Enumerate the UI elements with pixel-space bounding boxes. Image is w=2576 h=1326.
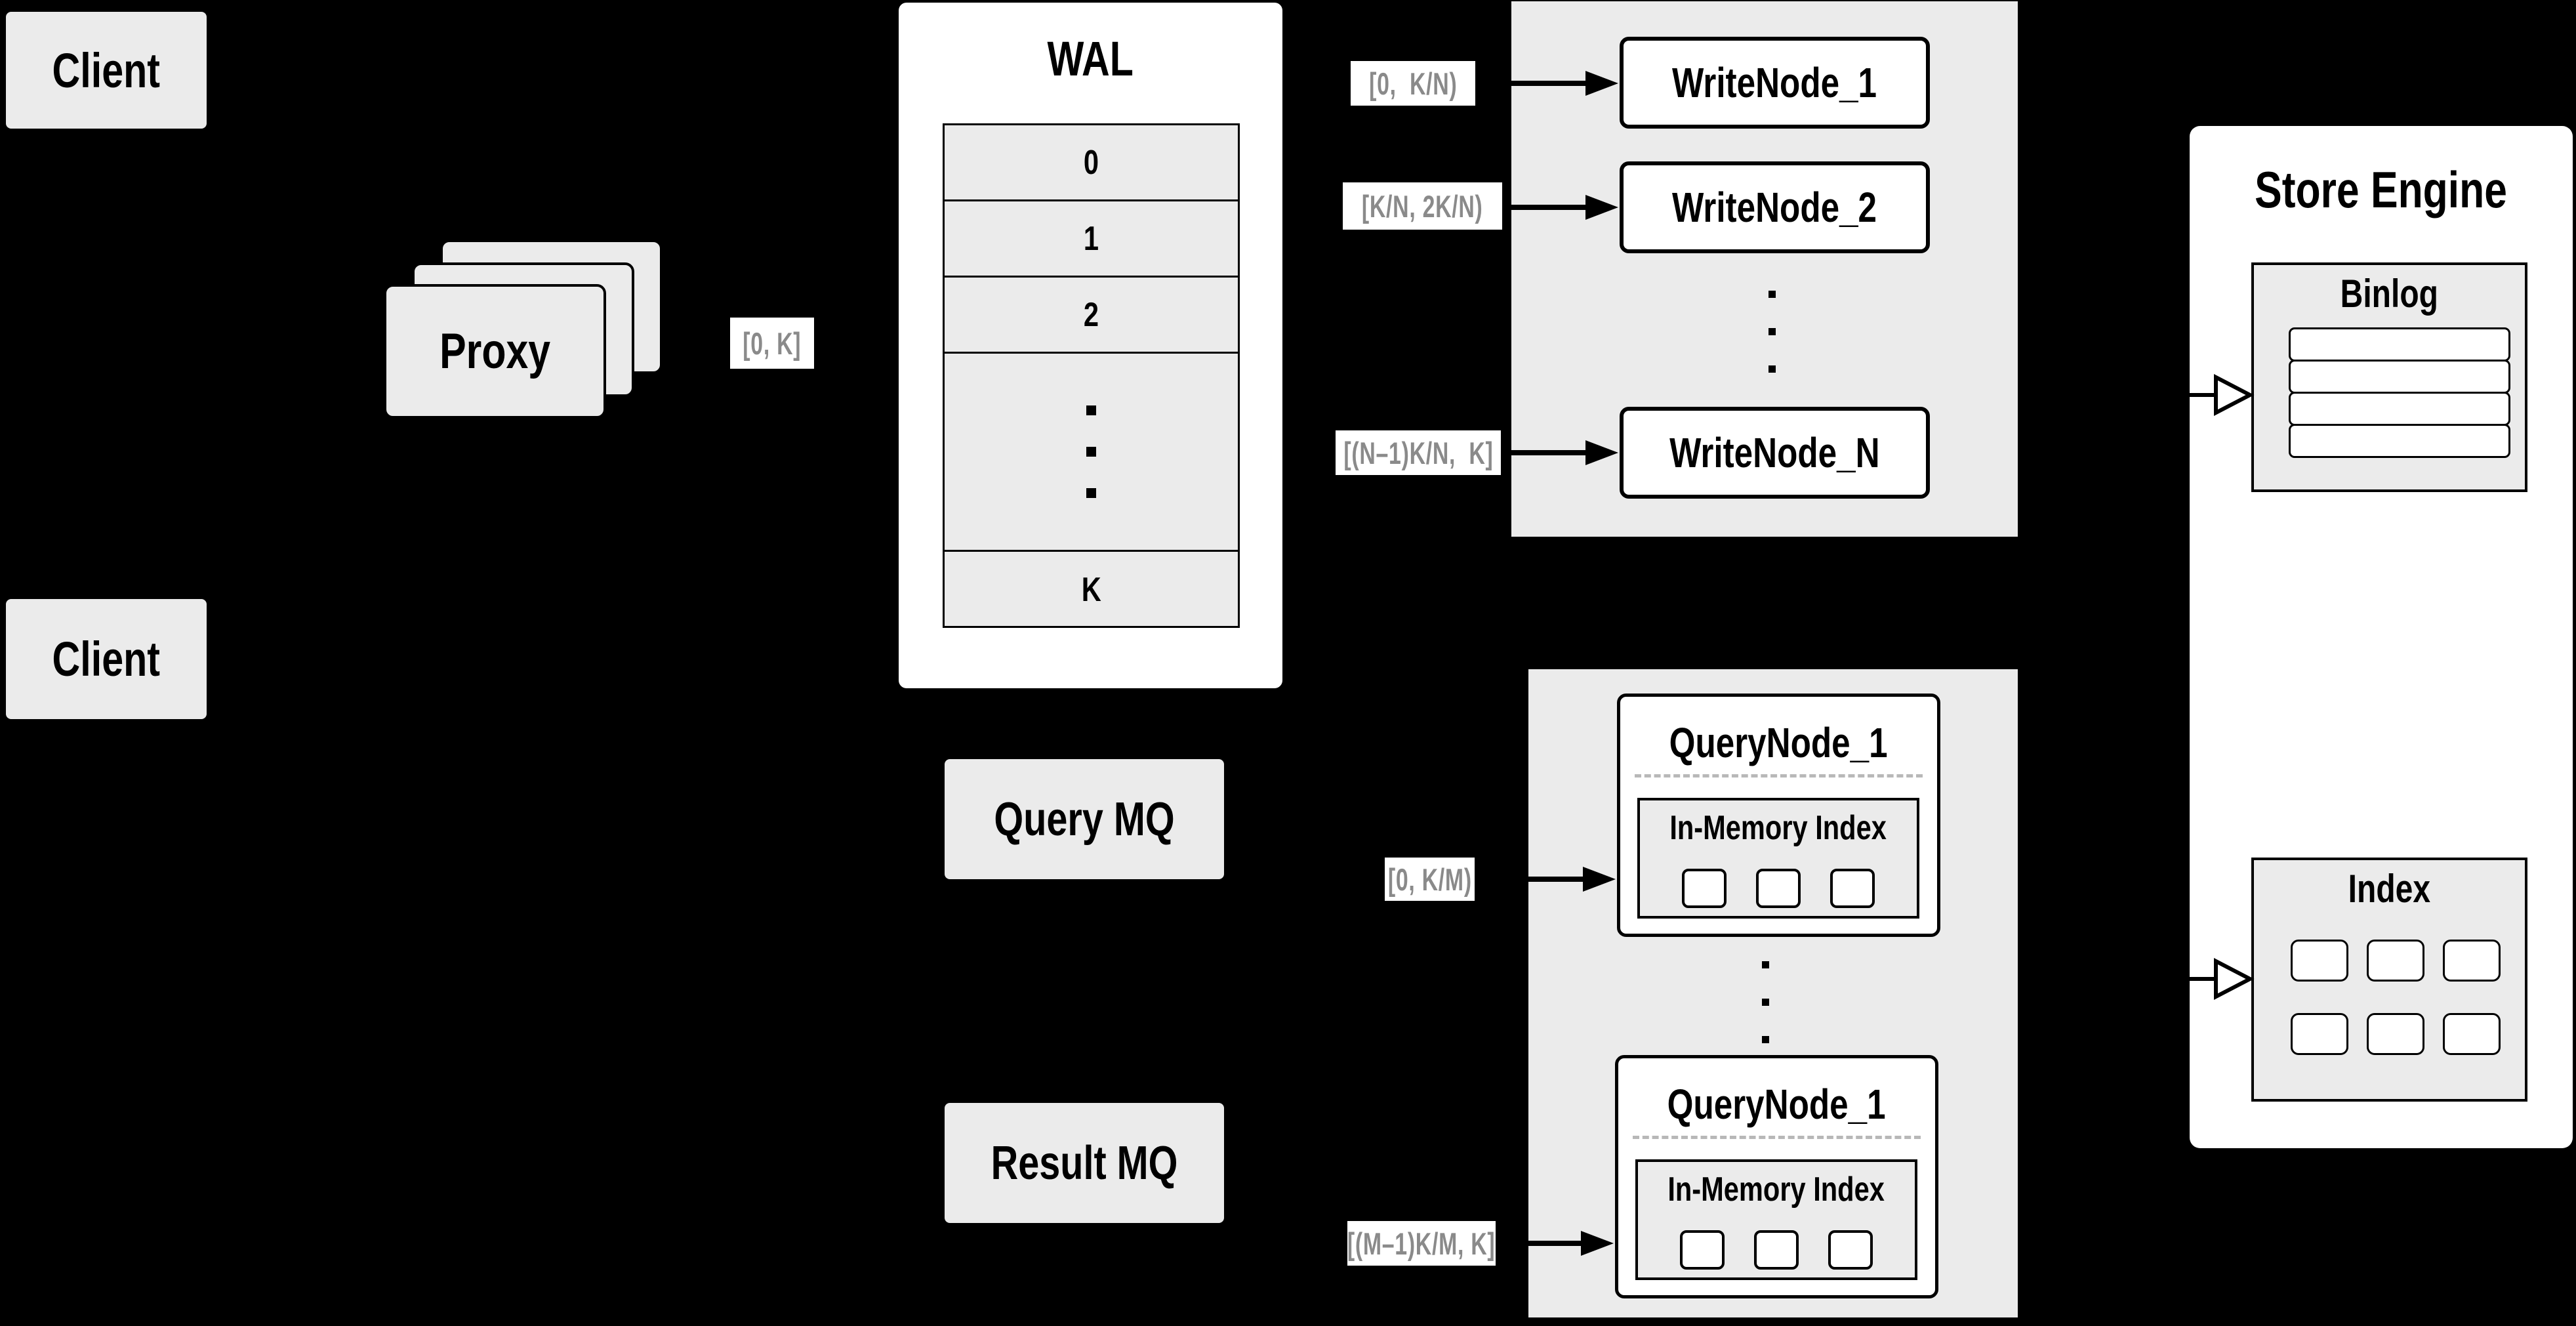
index-segment-cells bbox=[1638, 1230, 1915, 1270]
ellipsis-dots-icon bbox=[1086, 390, 1096, 514]
binlog-title: Binlog bbox=[2340, 271, 2439, 316]
client-bottom-label: Client bbox=[52, 632, 161, 686]
in-memory-index-title: In-Memory Index bbox=[1667, 1171, 1885, 1209]
proxy-box: Proxy bbox=[384, 284, 606, 419]
index-segment-cells bbox=[1640, 869, 1917, 908]
in-memory-index-title: In-Memory Index bbox=[1669, 809, 1887, 847]
index-title: Index bbox=[2348, 866, 2431, 911]
wal-row-k: K bbox=[1081, 571, 1101, 609]
query-mq-box: Query MQ bbox=[945, 759, 1224, 879]
range-label-write-node-1: [0, K/N) bbox=[1351, 61, 1475, 106]
proxy-label: Proxy bbox=[439, 323, 550, 379]
write-node-2-box: WriteNode_2 bbox=[1620, 161, 1930, 253]
binlog-box: Binlog bbox=[2251, 262, 2527, 492]
dashed-separator bbox=[1633, 1136, 1921, 1139]
wal-box: WAL 0 1 2 K bbox=[899, 3, 1282, 688]
client-bottom-box: Client bbox=[6, 599, 207, 719]
write-node-1-box: WriteNode_1 bbox=[1620, 37, 1930, 129]
client-top-box: Client bbox=[6, 12, 207, 129]
query-node-bottom-title: QueryNode_1 bbox=[1667, 1081, 1886, 1128]
query-node-bottom-box: QueryNode_1 In-Memory Index bbox=[1615, 1055, 1938, 1298]
wal-title: WAL bbox=[1047, 31, 1134, 86]
result-mq-box: Result MQ bbox=[945, 1103, 1224, 1223]
wal-row-2: 2 bbox=[945, 278, 1238, 354]
dashed-separator bbox=[1635, 774, 1923, 777]
query-node-top-title: QueryNode_1 bbox=[1669, 719, 1888, 766]
range-label-write-node-n: [(N–1)K/N, K] bbox=[1336, 430, 1501, 475]
range-label-proxy-wal: [0, K] bbox=[730, 318, 814, 369]
store-engine-title: Store Engine bbox=[2255, 160, 2508, 218]
client-top-label: Client bbox=[52, 43, 161, 98]
wal-row-0: 0 bbox=[945, 125, 1238, 201]
index-cells bbox=[2291, 940, 2501, 1055]
range-label-write-node-2: [K/N, 2K/N) bbox=[1343, 182, 1502, 230]
index-box: Index bbox=[2251, 858, 2527, 1102]
wal-row-ellipsis bbox=[945, 354, 1238, 552]
in-memory-index-box: In-Memory Index bbox=[1635, 1159, 1917, 1280]
query-node-top-box: QueryNode_1 In-Memory Index bbox=[1617, 694, 1940, 937]
range-label-query-node-top: [0, K/M) bbox=[1385, 858, 1475, 901]
in-memory-index-box: In-Memory Index bbox=[1637, 798, 1919, 919]
binlog-rows bbox=[2289, 327, 2510, 458]
ellipsis-dots-icon bbox=[1762, 946, 1769, 1058]
ellipsis-dots-icon bbox=[1768, 276, 1776, 388]
wal-row-1: 1 bbox=[945, 201, 1238, 278]
wal-table: 0 1 2 K bbox=[943, 123, 1240, 628]
range-label-query-node-bottom: [(M–1)K/M, K] bbox=[1347, 1221, 1496, 1266]
write-node-n-box: WriteNode_N bbox=[1620, 407, 1930, 499]
store-engine-box: Store Engine Binlog Index bbox=[2190, 126, 2573, 1148]
